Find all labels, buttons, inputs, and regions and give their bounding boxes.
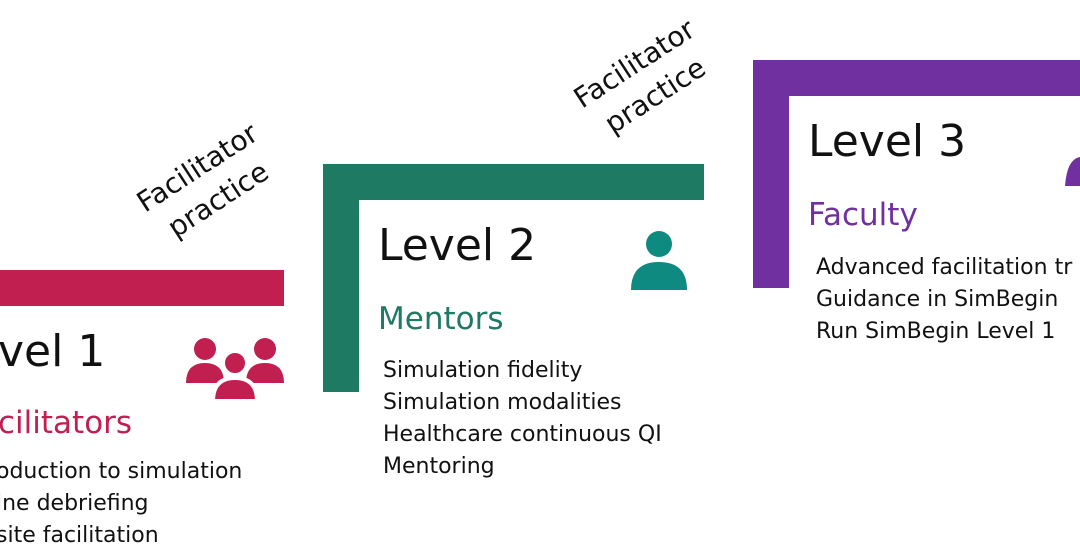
level3-item-list: Advanced facilitation tr Guidance in Sim…: [816, 252, 1072, 348]
facilitator-practice-label: Facilitator practice: [112, 103, 304, 265]
level3-top-bar: [753, 60, 1080, 96]
level3-role: Faculty: [808, 197, 918, 233]
facilitator-practice-label: Facilitator practice: [549, 0, 741, 161]
list-item: Guidance in SimBegin: [816, 287, 1059, 312]
list-item: Healthcare continuous QI: [383, 422, 662, 447]
level1-item-list: oduction to simulation ine debriefing si…: [0, 456, 242, 552]
list-item: Mentoring: [383, 454, 495, 479]
level2-item-list: Simulation fidelity Simulation modalitie…: [383, 355, 662, 483]
list-item: Advanced facilitation tr: [816, 255, 1073, 280]
list-item: site facilitation: [0, 523, 159, 548]
level2-top-bar: [323, 164, 704, 200]
list-item: ine debriefing: [0, 491, 149, 516]
level3-side-bar: [753, 60, 789, 288]
level3-title: Level 3: [808, 116, 967, 167]
level2-role: Mentors: [378, 301, 504, 337]
level2-title: Level 2: [378, 220, 537, 271]
list-item: Simulation fidelity: [383, 358, 583, 383]
list-item: oduction to simulation: [0, 459, 243, 484]
person-icon: [1065, 157, 1080, 186]
list-item: Simulation modalities: [383, 390, 622, 415]
level1-role: cilitators: [0, 405, 133, 441]
person-icon: [631, 231, 687, 290]
group-of-people-icon: [186, 338, 284, 403]
level2-side-bar: [323, 164, 359, 392]
list-item: Run SimBegin Level 1: [816, 319, 1056, 344]
level1-title: vel 1: [0, 326, 106, 377]
level1-top-bar: [0, 270, 284, 306]
